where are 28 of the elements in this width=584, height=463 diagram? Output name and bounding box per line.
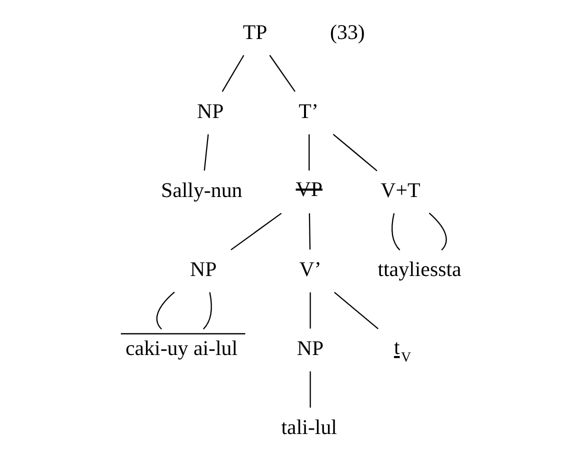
node-text: T’ (298, 99, 318, 124)
node-text: V+T (380, 178, 420, 202)
node-text: NP (196, 99, 224, 124)
connector (428, 212, 447, 250)
connector (310, 371, 311, 408)
node-text: V’ (299, 257, 322, 282)
connector (269, 54, 296, 92)
connector (156, 292, 175, 330)
node-text: caki-uy ai-lul (126, 336, 238, 360)
connector (308, 213, 311, 250)
node-text: NP (296, 336, 324, 360)
node-text: VP (296, 176, 323, 201)
connector (308, 134, 310, 171)
connector (392, 213, 400, 250)
node-text: t$_{V}$ (394, 334, 412, 366)
connector (334, 292, 379, 330)
connector (204, 134, 209, 171)
node-text: TP (242, 20, 268, 44)
connector (222, 54, 244, 92)
connector (230, 212, 282, 250)
node-text: tali-lul (281, 415, 337, 440)
connector (332, 134, 378, 172)
node-text: Sally-nun (160, 178, 242, 202)
connector (202, 292, 212, 330)
label: (33) (330, 20, 365, 44)
node-text: NP (190, 257, 217, 282)
node-text: ttayliessta (378, 257, 462, 282)
connector (310, 292, 311, 329)
